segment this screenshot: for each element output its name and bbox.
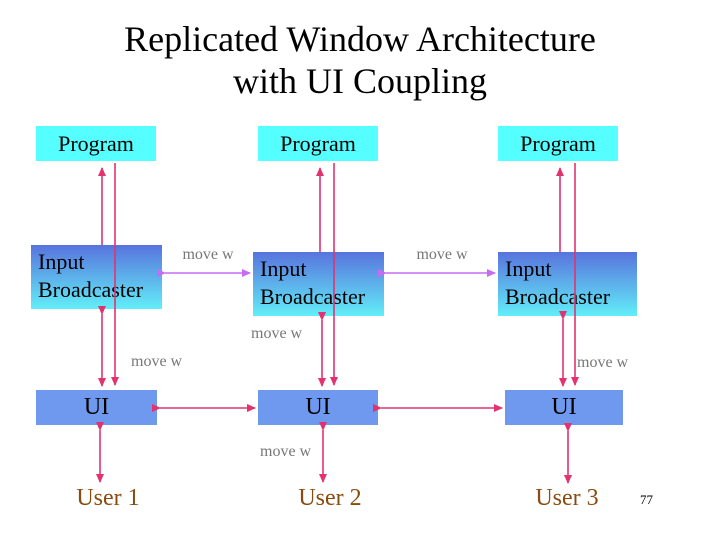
slide-title-line2: with UI Coupling <box>232 61 487 101</box>
user-3-label: User 3 <box>535 485 599 511</box>
input-broadcaster-box-3: Input Broadcaster <box>498 252 637 316</box>
move-w-label-ui2-user2: move w <box>260 443 312 460</box>
move-w-label-broadcaster1-2: move w <box>182 246 234 263</box>
move-w-label-broadcaster2-ui2: move w <box>251 325 303 342</box>
slide-title-line1: Replicated Window Architecture <box>124 19 596 59</box>
input-broadcaster-box-1: Input Broadcaster <box>31 245 162 309</box>
input-broadcaster-3-line1: Input <box>505 256 552 281</box>
move-w-label-broadcaster3-ui3: move w <box>577 354 629 371</box>
program-box-3: Program <box>498 126 618 161</box>
move-w-label-broadcaster1-ui1: move w <box>131 353 183 370</box>
ui-box-1: UI <box>36 390 157 425</box>
input-broadcaster-3-line2: Broadcaster <box>505 284 611 309</box>
user-2-label: User 2 <box>298 485 362 511</box>
page-number: 77 <box>640 492 653 507</box>
input-broadcaster-box-2: Input Broadcaster <box>253 252 384 316</box>
ui-box-3: UI <box>505 390 623 425</box>
user-1-label: User 1 <box>76 485 140 511</box>
input-broadcaster-1-line2: Broadcaster <box>38 277 144 302</box>
program-box-2: Program <box>258 126 378 161</box>
input-broadcaster-1-line1: Input <box>38 249 85 274</box>
input-broadcaster-2-line1: Input <box>260 256 307 281</box>
input-broadcaster-2-line2: Broadcaster <box>260 284 366 309</box>
ui-box-2: UI <box>258 390 378 425</box>
slide-title: Replicated Window Architecture with UI C… <box>0 18 720 102</box>
move-w-label-broadcaster2-3: move w <box>416 246 468 263</box>
program-box-1: Program <box>36 126 156 161</box>
